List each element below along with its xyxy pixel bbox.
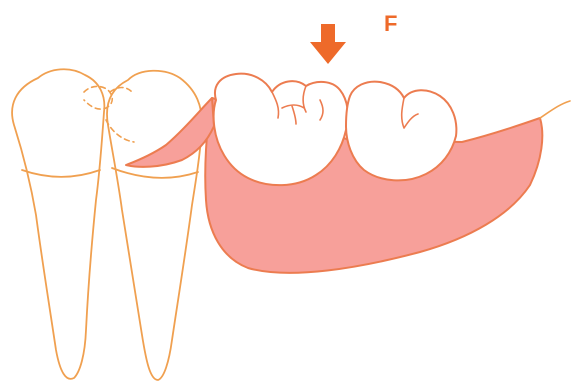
natural-tooth-2-outline	[107, 71, 202, 380]
natural-tooth-1	[12, 69, 104, 379]
down-arrow-icon	[310, 24, 346, 64]
artificial-tooth-2-outline	[346, 82, 456, 181]
force-label: F	[384, 11, 397, 36]
natural-tooth-1-outline	[12, 69, 104, 379]
ridge-line	[540, 101, 570, 118]
artificial-tooth-2	[346, 82, 456, 181]
natural-tooth-2	[107, 71, 202, 380]
